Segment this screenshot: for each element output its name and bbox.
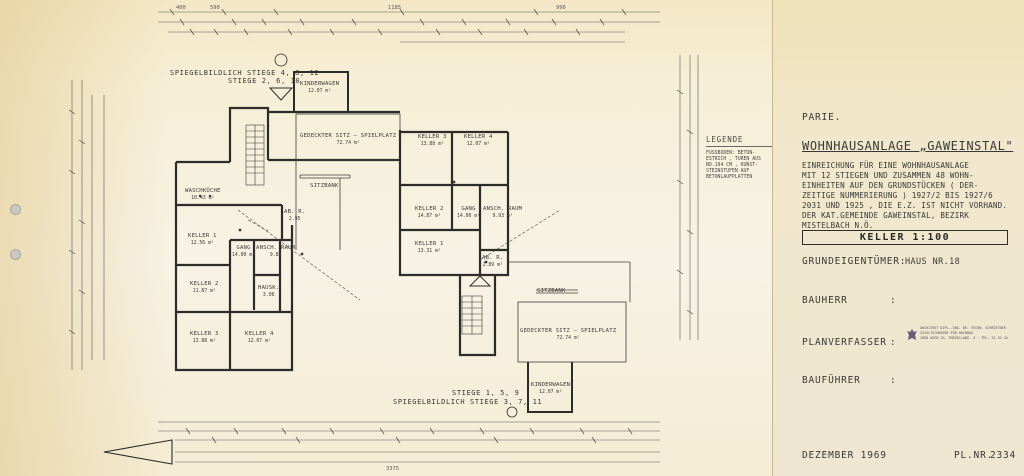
- sitzbank-label-2: SITZBANK: [537, 288, 566, 294]
- note-parie: PARIE.: [802, 112, 842, 123]
- stamp-line: 1090 WIEN IX, PORZELLANG. 4 · TEL. 31 32…: [920, 336, 1008, 340]
- plan-scale-box: KELLER 1:100: [802, 230, 1008, 245]
- top-dimension-3: 590: [210, 5, 220, 11]
- description-line: MISTELBACH N.Ö.: [802, 221, 874, 230]
- owner-label: GRUNDEIGENTÜMER:: [802, 256, 907, 267]
- legend-line: STEINSTUFEN AUF: [706, 169, 750, 174]
- floor-plan-drawing: [68, 8, 699, 465]
- legend-line: NO.194 CM , KUNST-: [706, 163, 758, 168]
- legend-line: FUSSBODEN: BETON-: [706, 151, 756, 156]
- punch-hole-bottom: [10, 249, 21, 260]
- architect-stamp: ARCHITEKT DIPL.-ING. DR. TECHN. SCHRÖTTN…: [906, 326, 1016, 348]
- owner-value: HAUS NR.18: [905, 257, 961, 267]
- paper-stain: [0, 0, 170, 476]
- sitzbank-label: SITZBANK: [310, 183, 339, 189]
- project-title: WOHNHAUSANLAGE „GAWEINSTAL": [802, 139, 1014, 153]
- description-line: 2031 UND 1925 , DIE E.Z. IST NICHT VORHA…: [802, 201, 1008, 210]
- legend-line: BETONLAUFPLATTEN: [706, 175, 753, 180]
- room-ab-r-right: AB. R.2.89 m²: [482, 255, 504, 268]
- description-line: MIT 12 STIEGEN UND ZUSAMMEN 48 WOHN-: [802, 171, 974, 180]
- legend: LEGENDE FUSSBODEN: BETON- ESTRICH , TURE…: [706, 135, 772, 181]
- plan-number: 2334: [990, 450, 1017, 461]
- total-dimension: 3375: [386, 466, 399, 472]
- stair-label-bottom-2: STIEGE 1, 5, 9: [452, 389, 520, 397]
- builder-colon: :: [890, 295, 897, 306]
- punch-hole-top: [10, 204, 21, 215]
- stair-label-top-2: STIEGE 2, 6, 10: [228, 77, 301, 85]
- date-label: DEZEMBER 1969: [802, 450, 887, 461]
- top-dimension-4: 400: [176, 5, 186, 11]
- stair-label-bottom: SPIEGELBILDLICH STIEGE 3, 7, 11: [393, 398, 543, 406]
- site-manager-label: BAUFÜHRER: [802, 375, 861, 386]
- legend-line: ESTRICH , TUREN AUS: [706, 157, 761, 162]
- stamp-line: ARCHITEKT DIPL.-ING. DR. TECHN. SCHRÖTTN…: [920, 326, 1006, 330]
- top-dimension-2: 990: [556, 5, 566, 11]
- description-line: ZEITIGE NUMMERIERUNG ) 1927/2 BIS 1927/6: [802, 191, 993, 200]
- description-line: EINREICHUNG FÜR EINE WOHNHAUSANLAGE: [802, 161, 970, 170]
- site-manager-colon: :: [890, 375, 897, 386]
- project-description: EINREICHUNG FÜR EINE WOHNHAUSANLAGE MIT …: [802, 161, 1017, 231]
- room-ab-r-left: AB. R.2.95: [284, 209, 306, 222]
- legend-title: LEGENDE: [706, 135, 772, 147]
- description-line: EINHEITEN AUF DEN GRUNDSTÜCKEN ( DER-: [802, 181, 979, 190]
- planner-colon: :: [890, 337, 897, 348]
- austrian-eagle-icon: [907, 329, 917, 340]
- plan-number-label: PL.NR.: [954, 450, 994, 461]
- description-line: DER KAT.GEMEINDE GAWEINSTAL, BEZIRK: [802, 211, 970, 220]
- stamp-line: ZIVILTECHNIKER FÜR HOCHBAU: [920, 331, 974, 335]
- title-block: [772, 0, 1024, 476]
- stair-label-top: SPIEGELBILDLICH STIEGE 4, 8, 12: [170, 69, 320, 77]
- top-dimension: 1185: [388, 5, 401, 11]
- planner-label: PLANVERFASSER: [802, 337, 887, 348]
- builder-label: BAUHERR: [802, 295, 848, 306]
- room-hausk: HAUSK.3.06: [258, 285, 280, 298]
